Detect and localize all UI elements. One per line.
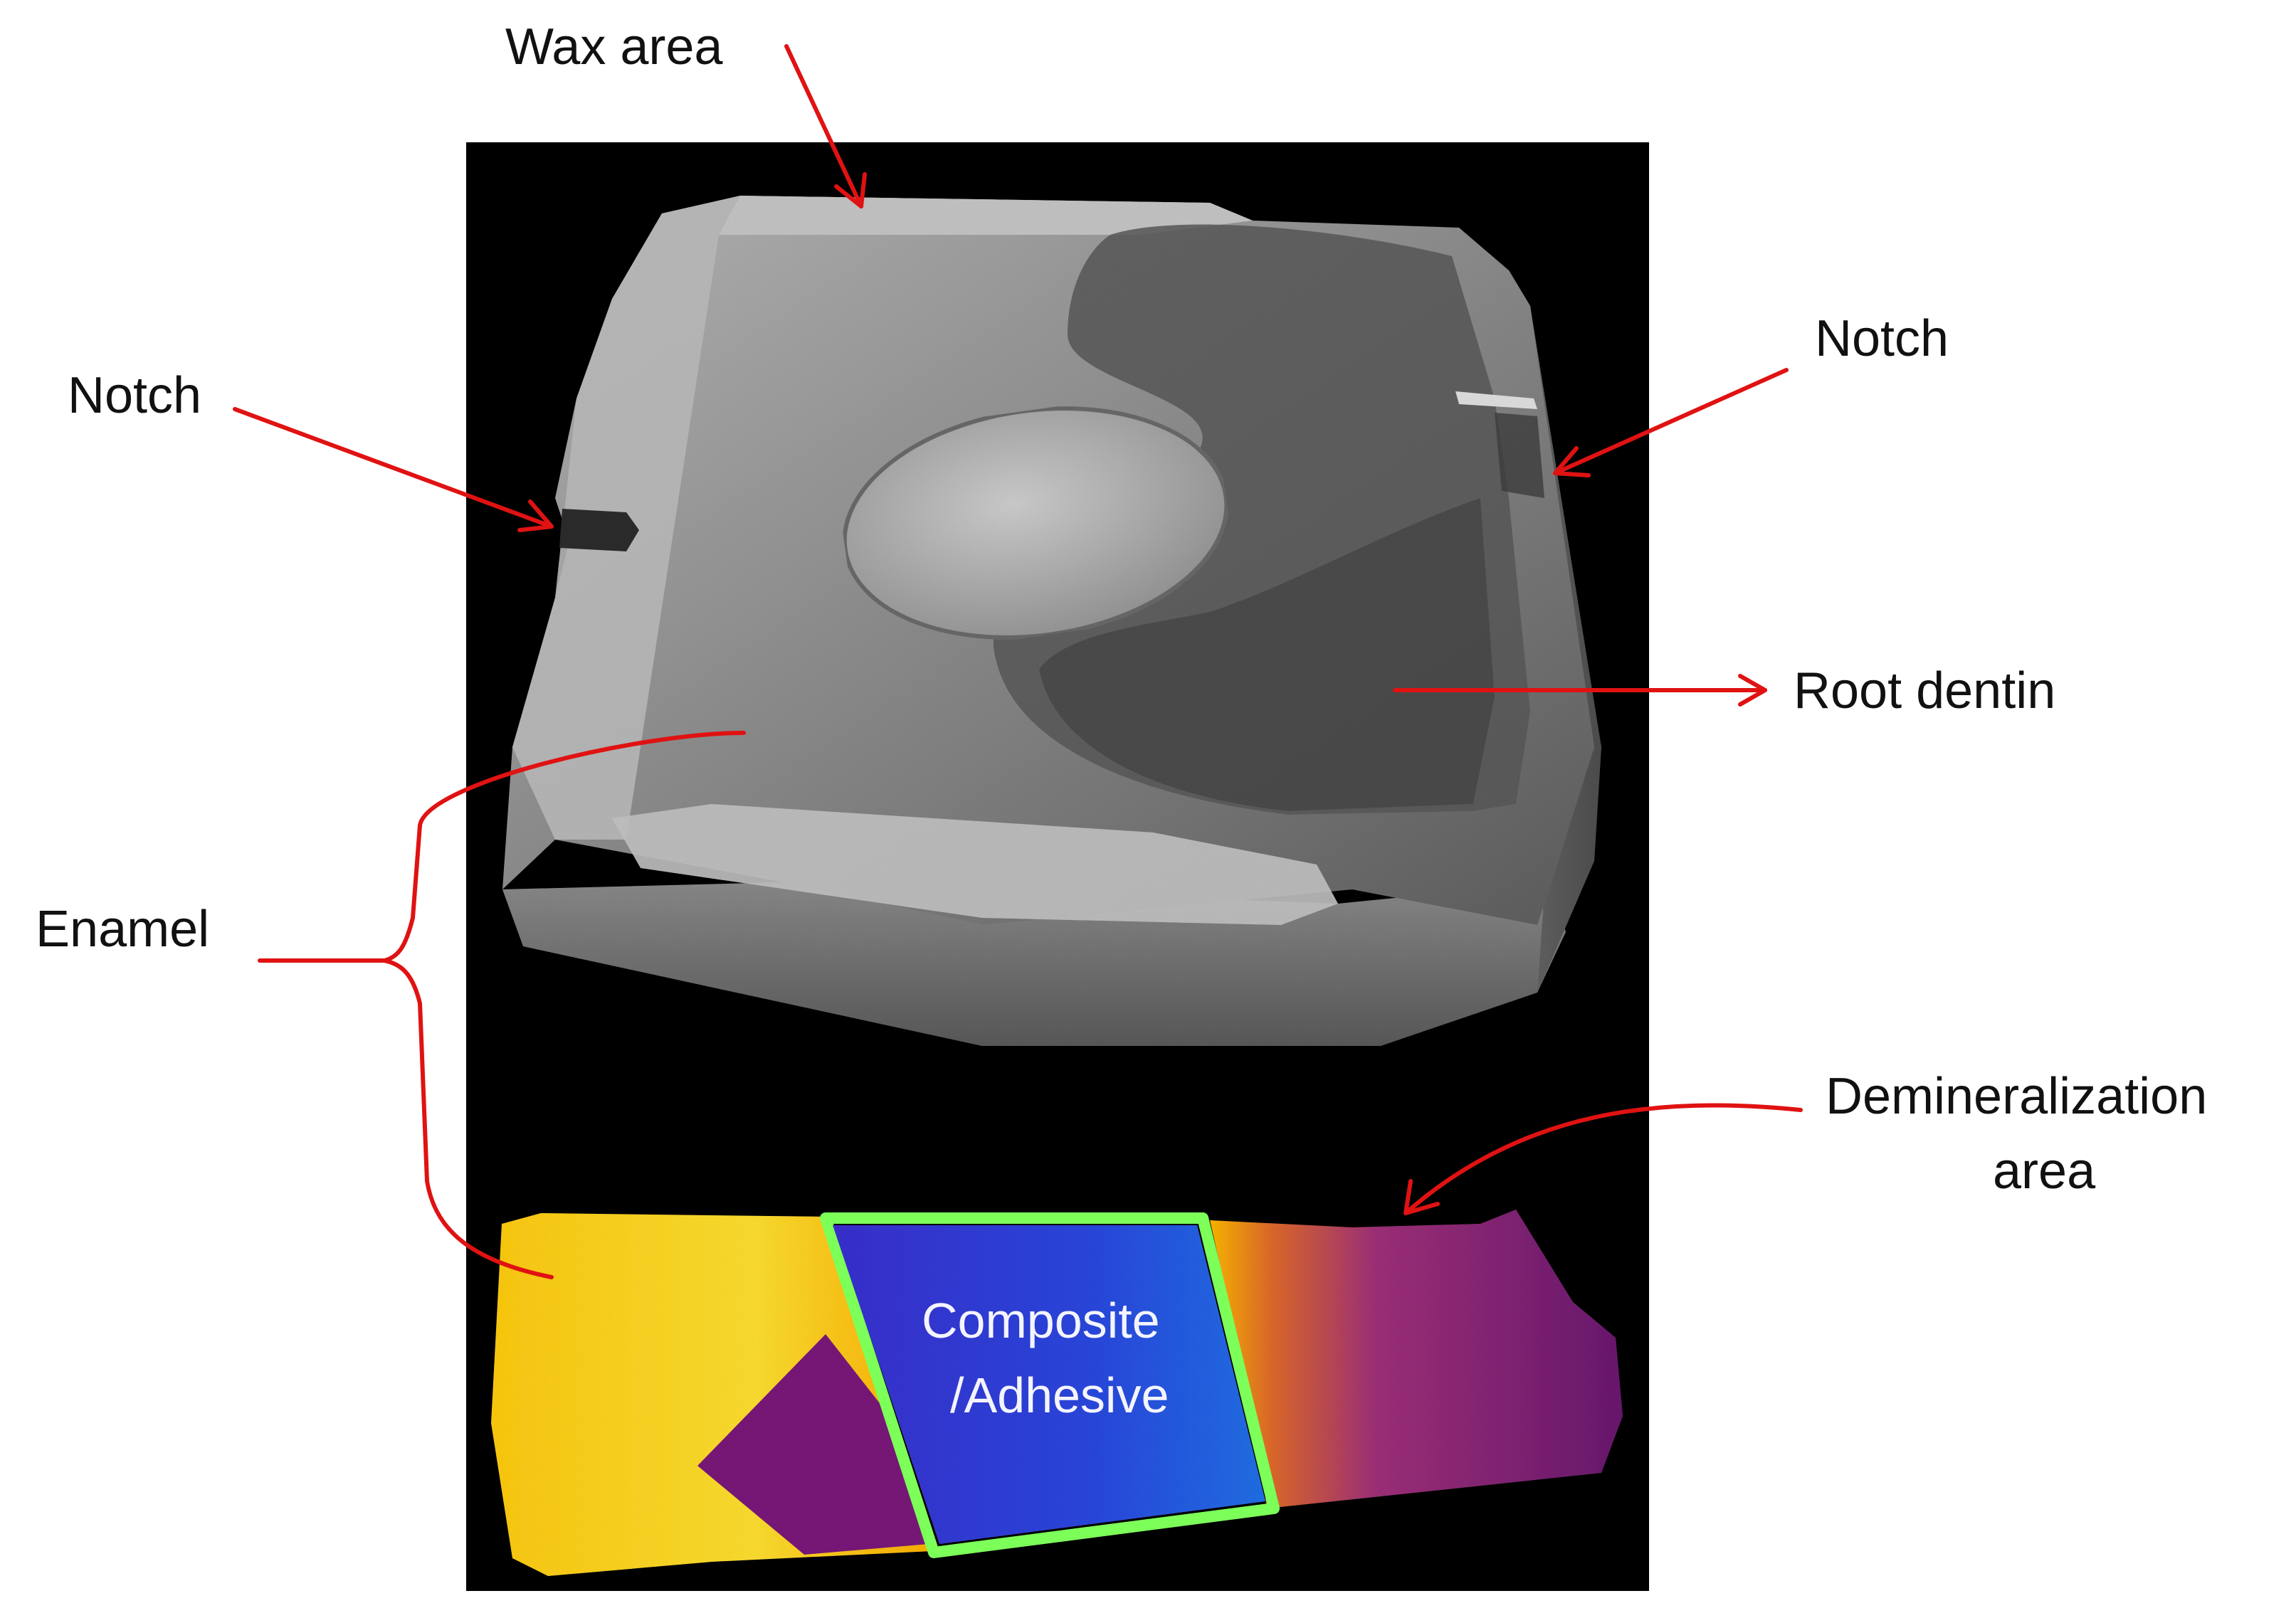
callout-arrows <box>233 44 1803 1279</box>
arrow-notch-left <box>233 407 554 529</box>
arrowhead-root-dentin <box>1738 674 1767 707</box>
arrowhead-notch-right <box>1553 446 1591 477</box>
notch-right-shape <box>1455 391 1537 409</box>
label-wax-area: Wax area <box>505 18 723 75</box>
wax-strip <box>719 196 1253 235</box>
grayscale-specimen <box>502 196 1601 1046</box>
specimen-front-face <box>502 882 1566 1046</box>
arrowhead-wax-area <box>834 172 867 208</box>
dentin-inner-shadow <box>1039 498 1495 811</box>
slab-dentin-triangle <box>697 1334 929 1555</box>
false-color-specimen <box>491 1210 1623 1576</box>
interface-outline <box>820 1212 1280 1558</box>
composite-disc <box>842 406 1229 640</box>
label-demineralization-line1: Demineralization <box>1826 1068 2207 1125</box>
notch-right-groove <box>1495 413 1544 498</box>
label-composite-line2: /Adhesive <box>950 1368 1169 1423</box>
notch-left-shape <box>559 509 639 551</box>
arrow-wax-area <box>784 44 863 208</box>
label-root-dentin: Root dentin <box>1794 662 2055 719</box>
arrow-demineralization <box>1404 1103 1803 1215</box>
arrowhead-notch-left <box>517 499 554 532</box>
label-notch-right: Notch <box>1815 310 1949 367</box>
label-enamel: Enamel <box>36 901 209 958</box>
label-demineralization-line2: area <box>1993 1143 2096 1200</box>
label-composite-line1: Composite <box>922 1293 1160 1348</box>
label-notch-left: Notch <box>68 367 201 424</box>
composite-adhesive-region <box>833 1225 1265 1544</box>
slab-dentin-right <box>1210 1210 1623 1508</box>
arrowhead-demineralization <box>1404 1179 1440 1215</box>
enamel-rim-bottom <box>612 804 1338 925</box>
arrow-notch-right <box>1553 368 1789 475</box>
brace-enamel <box>258 731 746 1279</box>
